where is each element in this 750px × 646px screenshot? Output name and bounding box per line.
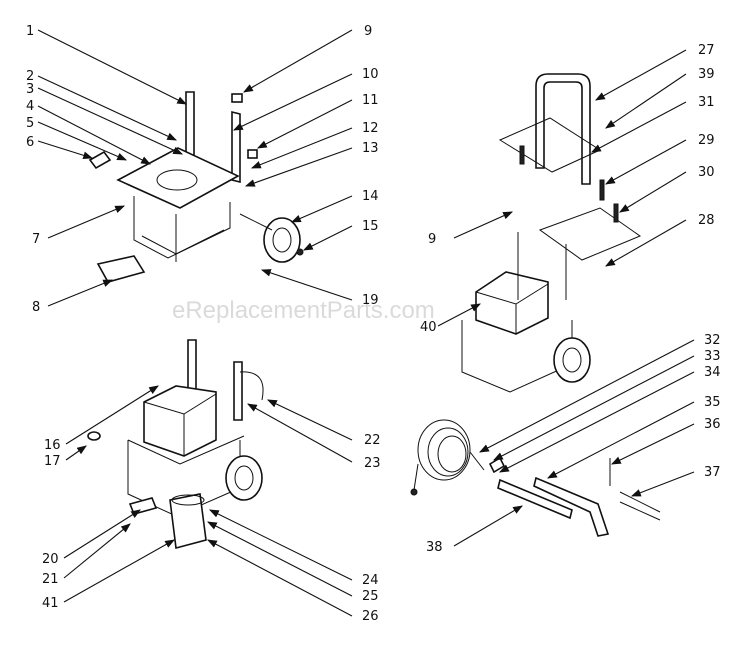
callout-2: 2 bbox=[26, 69, 34, 84]
handle-assembly-top-right bbox=[461, 73, 642, 393]
callout-4: 4 bbox=[26, 99, 34, 114]
callout-17: 17 bbox=[44, 454, 61, 469]
callout-6: 6 bbox=[26, 135, 34, 150]
watermark-text: eReplacementParts.com bbox=[172, 297, 435, 324]
callout-16: 16 bbox=[44, 438, 61, 453]
callout-9b: 9 bbox=[428, 232, 436, 247]
callout-34: 34 bbox=[704, 365, 721, 380]
callout-5: 5 bbox=[26, 116, 34, 131]
callout-14: 14 bbox=[362, 189, 379, 204]
callout-12: 12 bbox=[362, 121, 379, 136]
callout-29: 29 bbox=[698, 133, 715, 148]
callout-1: 1 bbox=[26, 24, 34, 39]
callout-26: 26 bbox=[362, 609, 379, 624]
callout-33: 33 bbox=[704, 349, 721, 364]
engine-pump-assembly-bottom-left bbox=[87, 339, 264, 550]
callout-10: 10 bbox=[362, 67, 379, 82]
callout-38: 38 bbox=[426, 540, 443, 555]
callout-35: 35 bbox=[704, 395, 721, 410]
callout-40: 40 bbox=[420, 320, 437, 335]
callout-13: 13 bbox=[362, 141, 379, 156]
callout-15: 15 bbox=[362, 219, 379, 234]
callout-39: 39 bbox=[698, 67, 715, 82]
callout-23: 23 bbox=[364, 456, 381, 471]
callout-labels: 1 2 3 4 5 6 7 8 9 10 11 12 13 14 15 19 2… bbox=[26, 24, 721, 624]
callout-8: 8 bbox=[32, 300, 40, 315]
callout-21: 21 bbox=[42, 572, 59, 587]
callout-37: 37 bbox=[704, 465, 721, 480]
callout-11: 11 bbox=[362, 93, 379, 108]
callout-20: 20 bbox=[42, 552, 59, 567]
callout-30: 30 bbox=[698, 165, 715, 180]
callout-7: 7 bbox=[32, 232, 40, 247]
callout-19: 19 bbox=[362, 293, 379, 308]
callout-36: 36 bbox=[704, 417, 721, 432]
callout-28: 28 bbox=[698, 213, 715, 228]
leader-lines bbox=[37, 29, 695, 617]
frame-assembly-top-left bbox=[88, 91, 304, 283]
callout-25: 25 bbox=[362, 589, 379, 604]
callout-22: 22 bbox=[364, 433, 381, 448]
callout-32: 32 bbox=[704, 333, 721, 348]
callout-24: 24 bbox=[362, 573, 379, 588]
callout-3: 3 bbox=[26, 82, 34, 97]
callout-9: 9 bbox=[364, 24, 372, 39]
callout-27: 27 bbox=[698, 43, 715, 58]
hose-gun-assembly-bottom-right bbox=[410, 419, 661, 537]
callout-31: 31 bbox=[698, 95, 715, 110]
callout-41: 41 bbox=[42, 596, 59, 611]
